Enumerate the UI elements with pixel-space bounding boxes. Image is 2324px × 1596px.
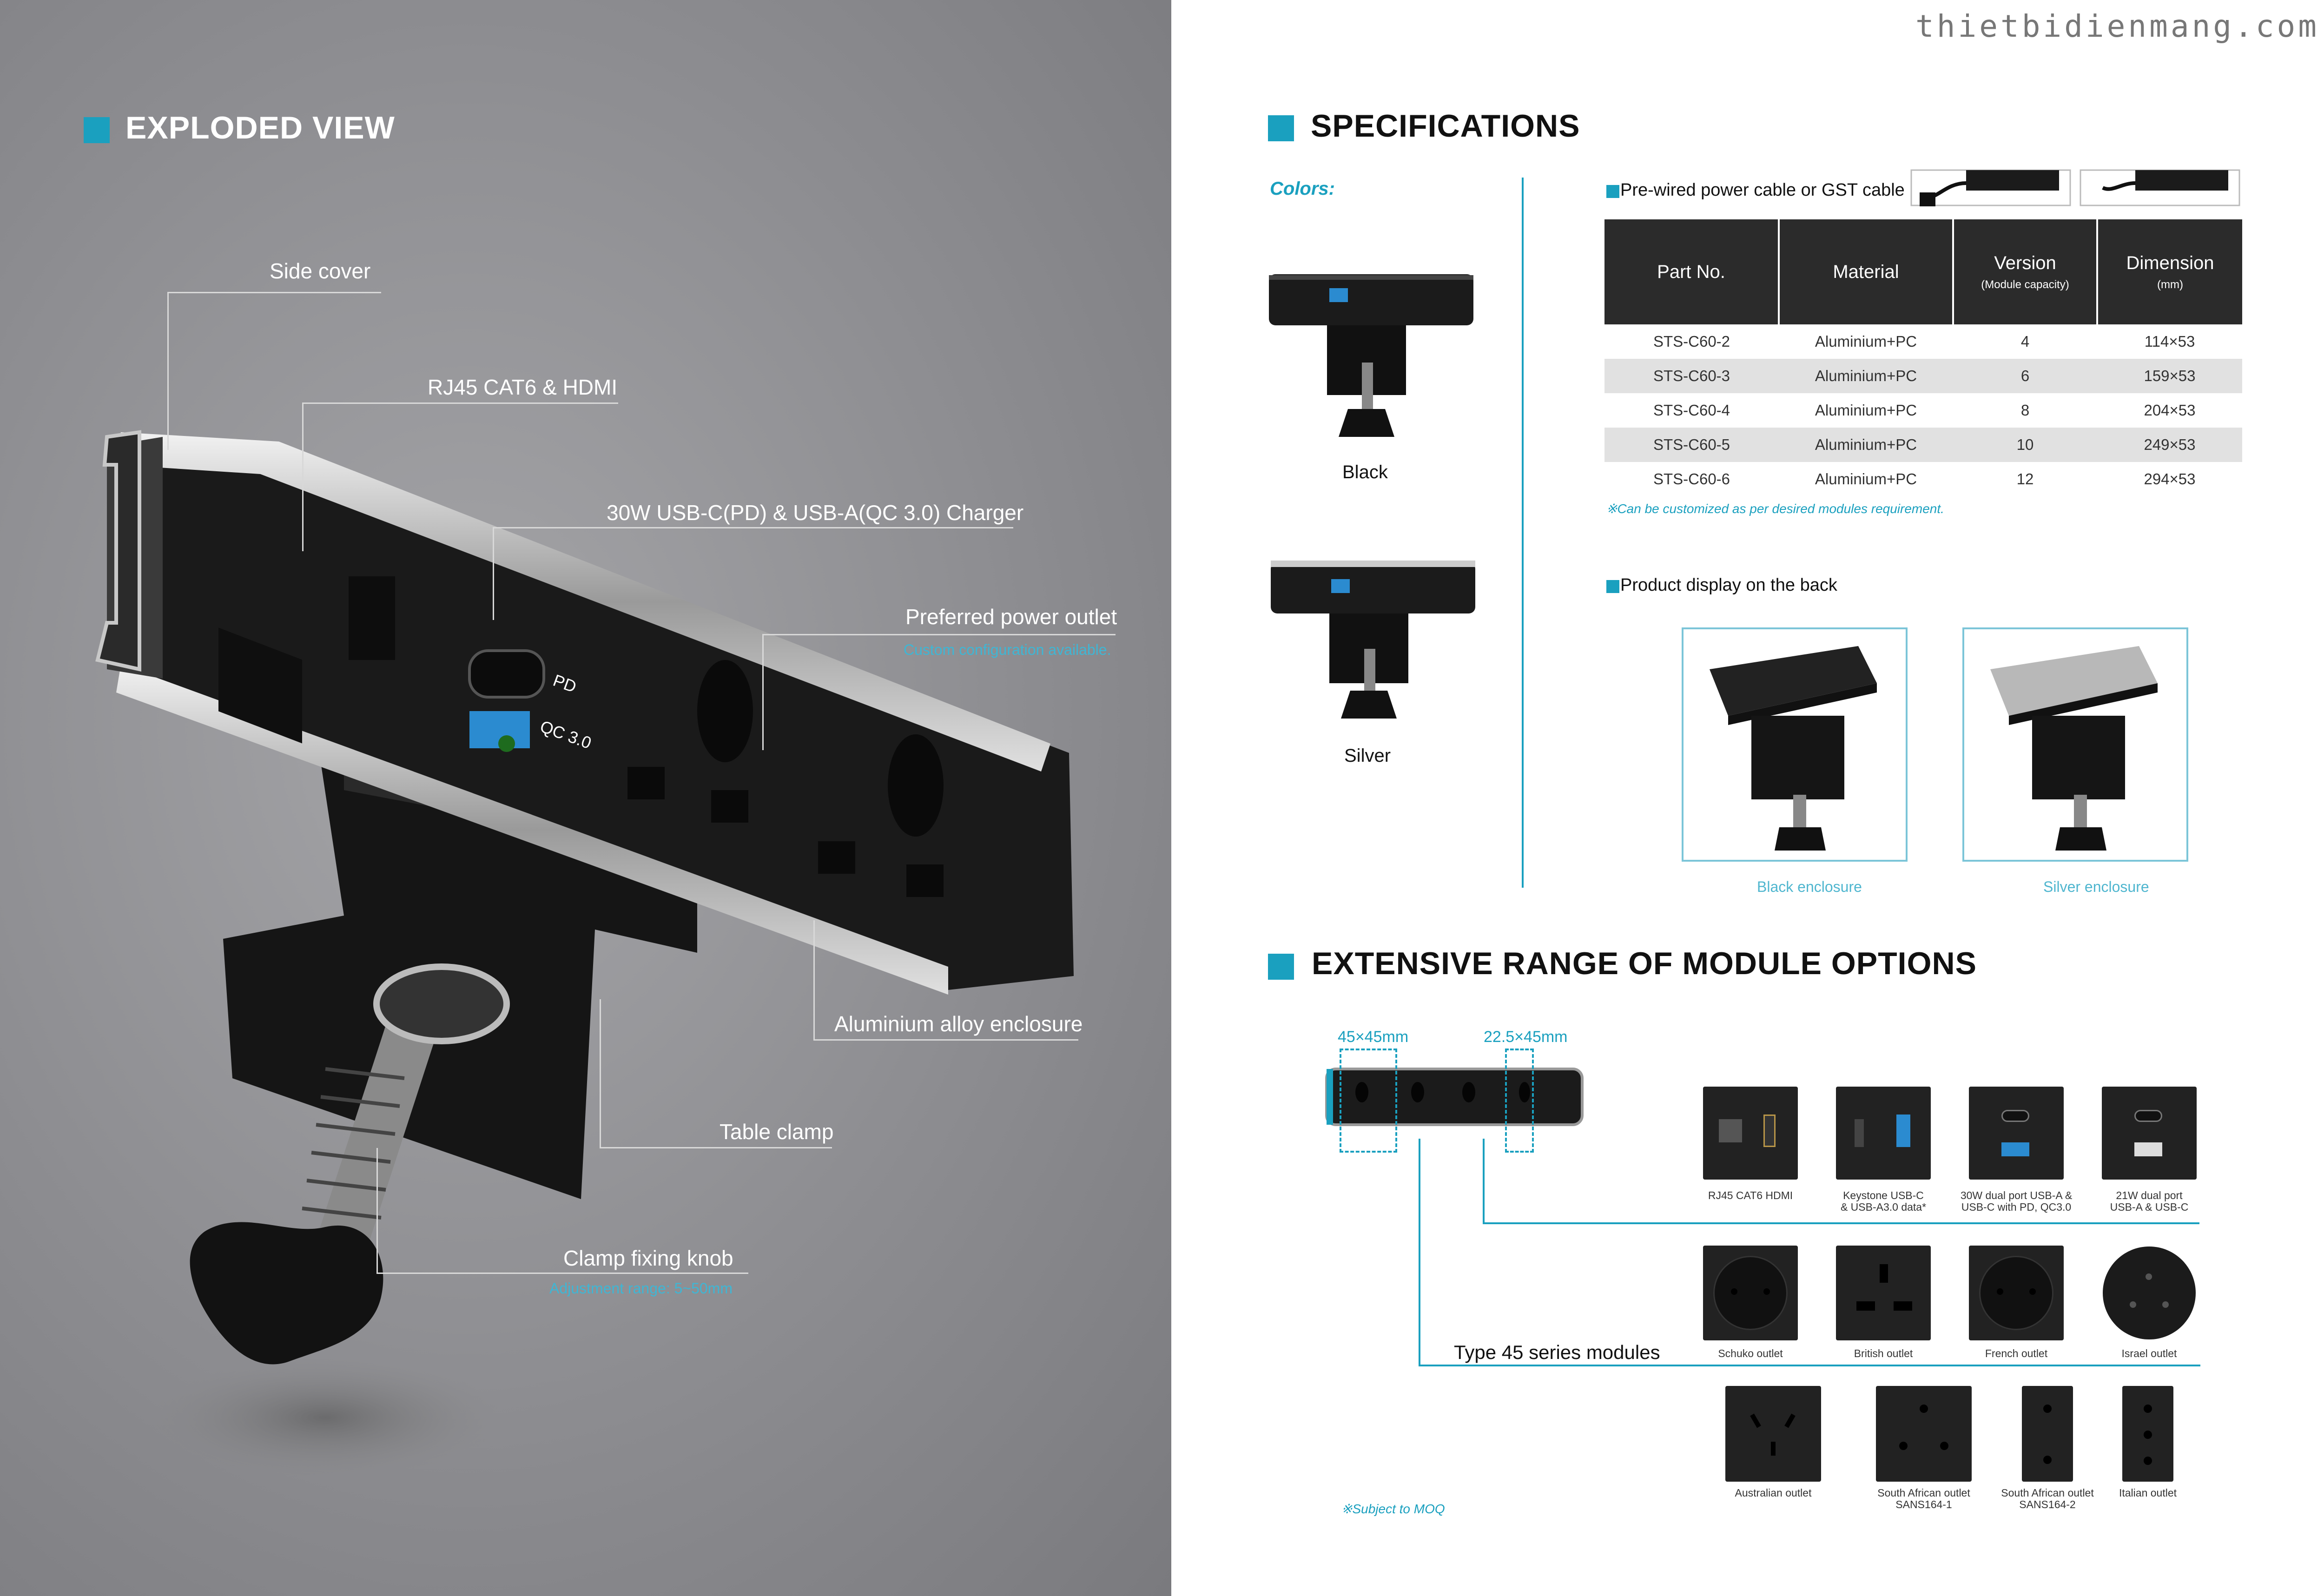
dimension-22-box — [1505, 1049, 1534, 1153]
callout-power-outlet: Preferred power outlet — [905, 605, 1117, 629]
exploded-view-title: EXPLODED VIEW — [125, 110, 395, 145]
callout-aluminium: Aluminium alloy enclosure — [834, 1012, 1083, 1036]
module-options-title: EXTENSIVE RANGE OF MODULE OPTIONS — [1312, 946, 1977, 981]
module-label: South African outlet SANS164-1 — [1877, 1487, 1970, 1511]
type45-label: Type 45 series modules — [1454, 1341, 1660, 1363]
section-marker-icon — [1268, 115, 1294, 141]
connector-line — [1419, 1139, 1420, 1366]
south-african-outlet-1-module — [1876, 1386, 1972, 1482]
clamp-fixing-knob — [190, 1222, 383, 1365]
british-outlet-module — [1836, 1246, 1931, 1340]
module-label: 30W dual port USB-A & USB-C with PD, QC3… — [1960, 1189, 2073, 1213]
module-label: 21W dual port USB-A & USB-C — [2110, 1189, 2189, 1213]
callout-side-cover: Side cover — [270, 259, 371, 283]
side-cover — [95, 430, 141, 672]
module-label: Italian outlet — [2119, 1487, 2177, 1499]
silver-color-sample — [1271, 561, 1475, 719]
south-african-outlet-2-module — [2022, 1386, 2073, 1482]
header-dimension: Dimension(mm) — [2096, 219, 2242, 324]
back-display-label: Product display on the back — [1620, 575, 1837, 595]
module-label: RJ45 CAT6 HDMI — [1708, 1189, 1793, 1201]
gst-cable-thumbnail — [2080, 169, 2240, 206]
power-cable-thumbnail — [1910, 169, 2071, 206]
module-label: Schuko outlet — [1718, 1347, 1783, 1359]
usb-pd-qc-module — [1969, 1087, 2064, 1180]
black-enclosure-label: Black enclosure — [1757, 878, 1862, 895]
vertical-divider — [1522, 178, 1524, 888]
connector-line — [1483, 1139, 1485, 1222]
section-marker-icon — [84, 117, 110, 143]
bullet-icon — [1606, 185, 1619, 198]
section-marker-icon — [1268, 954, 1294, 980]
clamp-screw — [302, 963, 510, 1261]
french-outlet-module — [1969, 1246, 2064, 1340]
keystone-usb-module — [1836, 1087, 1931, 1180]
moq-note: ※Subject to MOQ — [1341, 1502, 1445, 1516]
specifications-title: SPECIFICATIONS — [1311, 108, 1580, 144]
exploded-view-panel: EXPLODED VIEW — [0, 0, 1171, 1596]
callout-usb-charger: 30W USB-C(PD) & USB-A(QC 3.0) Charger — [607, 501, 1024, 525]
connector-line — [1419, 1365, 2200, 1366]
dimension-22: 22.5×45mm — [1484, 1028, 1568, 1046]
australian-outlet-module — [1725, 1386, 1821, 1482]
connector-line — [1483, 1222, 2199, 1224]
color-black-label: Black — [1342, 462, 1388, 482]
table-header-row: Part No. Material Version(Module capacit… — [1604, 219, 2242, 324]
dimension-45: 45×45mm — [1338, 1028, 1409, 1046]
module-bar-illustration — [1325, 1068, 1584, 1126]
module-label: South African outlet SANS164-2 — [2001, 1487, 2094, 1511]
module-label: Israel outlet — [2121, 1347, 2177, 1359]
callout-knob: Clamp fixing knob — [563, 1246, 733, 1270]
specifications-table: Part No. Material Version(Module capacit… — [1604, 219, 2242, 496]
colors-label: Colors: — [1270, 178, 1335, 199]
silver-enclosure-photo — [1962, 627, 2188, 862]
header-part-no: Part No. — [1604, 219, 1779, 324]
module-label: British outlet — [1854, 1347, 1913, 1359]
color-silver-label: Silver — [1344, 745, 1391, 766]
usb-21w-module — [2102, 1087, 2197, 1180]
dimension-45-box — [1340, 1049, 1397, 1153]
watermark-text: thietbidienmang.com — [1915, 8, 2319, 44]
customization-note: ※Can be customized as per desired module… — [1606, 501, 1944, 516]
callout-knob-sub: Adjustment range: 5~50mm — [549, 1280, 733, 1297]
black-enclosure-photo — [1682, 627, 1908, 862]
module-label: French outlet — [1985, 1347, 2048, 1359]
italian-outlet-module — [2122, 1386, 2173, 1482]
black-color-sample — [1269, 274, 1473, 437]
device-illustration — [95, 430, 1074, 1478]
module-label: Australian outlet — [1735, 1487, 1812, 1499]
cable-label: Pre-wired power cable or GST cable — [1620, 180, 1905, 200]
silver-enclosure-label: Silver enclosure — [2043, 878, 2149, 895]
callout-table-clamp: Table clamp — [720, 1120, 834, 1144]
israel-outlet-module — [2102, 1246, 2197, 1340]
callout-power-outlet-sub: Custom configuration available. — [904, 641, 1111, 658]
callout-rj45-hdmi: RJ45 CAT6 & HDMI — [428, 375, 618, 399]
schuko-outlet-module — [1703, 1246, 1798, 1340]
rj45-hdmi-module — [1703, 1087, 1798, 1180]
header-version: Version(Module capacity) — [1952, 219, 2097, 324]
header-material: Material — [1778, 219, 1953, 324]
bullet-icon — [1606, 580, 1619, 593]
module-label: Keystone USB-C & USB-A3.0 data* — [1840, 1189, 1927, 1213]
